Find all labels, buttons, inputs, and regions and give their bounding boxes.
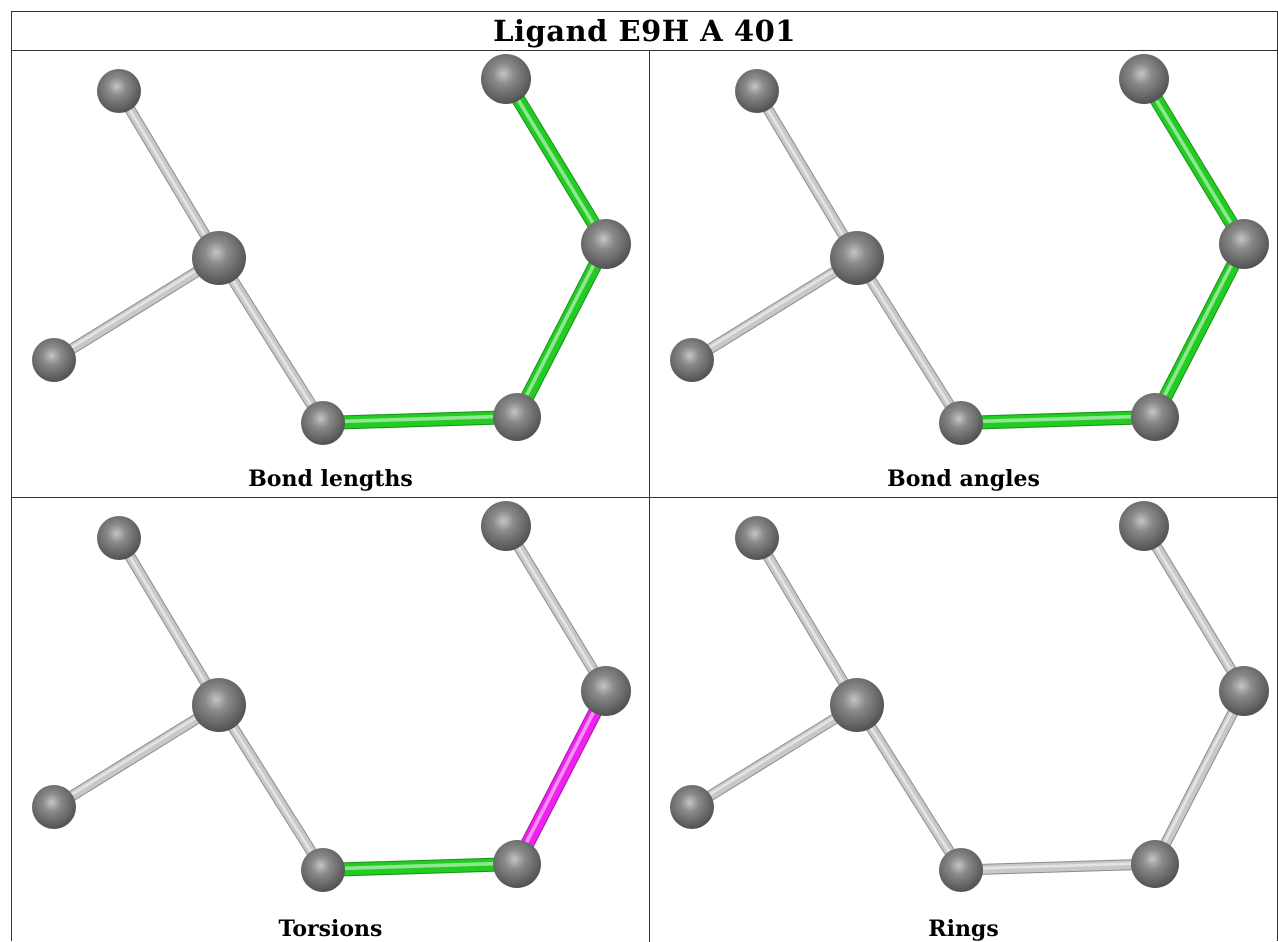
atom-0: [97, 516, 141, 560]
molecule-view-bond-angles: [670, 54, 1269, 445]
bond-1: [51, 700, 222, 812]
bond-0: [114, 535, 224, 708]
atom-3: [939, 401, 983, 445]
atom-6: [1119, 501, 1169, 551]
atom-0: [735, 516, 779, 560]
atom-4: [493, 393, 541, 441]
atom-2: [32, 338, 76, 382]
figure-title: Ligand E9H A 401: [12, 12, 1277, 51]
atom-1: [192, 678, 246, 732]
atom-1: [192, 231, 246, 285]
bond-4: [510, 687, 613, 868]
panel-bond-lengths: Bond lengths: [12, 51, 649, 497]
bond-0: [114, 88, 224, 261]
atom-2: [670, 785, 714, 829]
atom-6: [1119, 54, 1169, 104]
bond-4: [1150, 688, 1249, 867]
bond-1: [689, 700, 860, 812]
panel-rings: Rings: [649, 497, 1277, 942]
atom-3: [301, 401, 345, 445]
molecule-view-bond-lengths: [32, 54, 631, 445]
atom-6: [481, 54, 531, 104]
bond-3: [321, 410, 518, 430]
bond-5: [500, 75, 612, 248]
bond-1: [51, 253, 222, 365]
atom-0: [97, 69, 141, 113]
bond-5: [501, 523, 611, 694]
atom-4: [1131, 393, 1179, 441]
bond-5: [1138, 75, 1250, 248]
panel-grid: Bond lengths Bond angles Torsions Rings: [12, 51, 1277, 942]
bond-3: [959, 858, 1156, 876]
panel-caption-bond-angles: Bond angles: [887, 466, 1040, 492]
panel-bond-angles: Bond angles: [649, 51, 1277, 497]
bond-4: [510, 240, 613, 421]
bond-2: [214, 702, 328, 873]
panel-torsions: Torsions: [12, 497, 649, 942]
molecule-view-torsions: [32, 501, 631, 892]
atom-5: [581, 666, 631, 716]
bond-1: [689, 253, 860, 365]
bond-2: [852, 702, 966, 873]
atom-2: [670, 338, 714, 382]
atom-5: [581, 219, 631, 269]
panel-caption-rings: Rings: [928, 916, 999, 942]
panel-caption-torsions: Torsions: [278, 916, 383, 942]
bond-2: [852, 255, 966, 426]
bond-5: [1139, 523, 1249, 694]
atom-2: [32, 785, 76, 829]
atom-4: [1131, 840, 1179, 888]
atom-4: [493, 840, 541, 888]
atom-3: [301, 848, 345, 892]
atom-5: [1219, 219, 1269, 269]
panel-caption-bond-lengths: Bond lengths: [248, 466, 413, 492]
atom-0: [735, 69, 779, 113]
bond-0: [752, 535, 862, 708]
atom-5: [1219, 666, 1269, 716]
atom-6: [481, 501, 531, 551]
bond-3: [321, 857, 518, 877]
atom-1: [830, 678, 884, 732]
bond-0: [752, 88, 862, 261]
bond-3: [959, 410, 1156, 430]
molecule-view-rings: [670, 501, 1269, 892]
bond-4: [1148, 240, 1251, 421]
bond-2: [214, 255, 328, 426]
ligand-figure: Ligand E9H A 401 Bond lengths Bond angle…: [11, 11, 1278, 942]
atom-1: [830, 231, 884, 285]
atom-3: [939, 848, 983, 892]
